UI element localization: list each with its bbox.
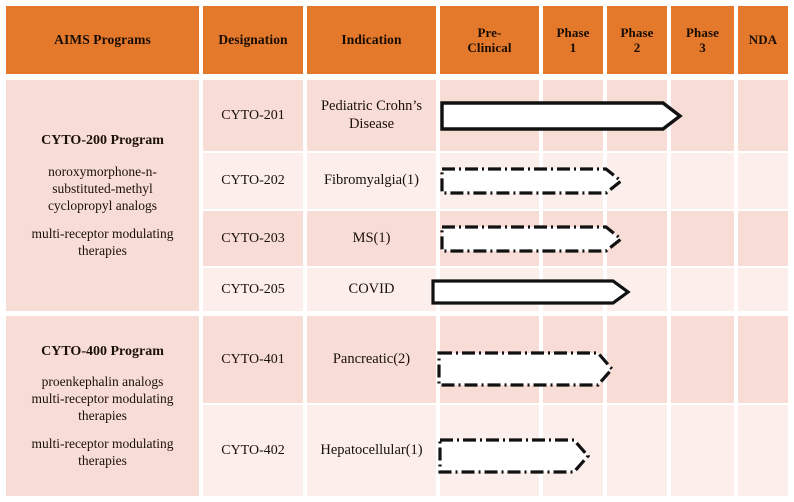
program-therapy-line-1: multi-receptor modulating bbox=[31, 225, 174, 241]
program2-therapy-line-1: multi-receptor modulating bbox=[31, 436, 174, 452]
program-desc-line-1: noroxymorphone-n- bbox=[48, 163, 157, 179]
stage-cell-preclinical-r5 bbox=[440, 316, 539, 403]
header-indication-label: Indication bbox=[341, 32, 402, 48]
stage-cell-phase1-r6 bbox=[543, 405, 603, 496]
designation-cyto-402: CYTO-402 bbox=[221, 442, 285, 458]
program-desc-line-2: substituted-methyl bbox=[52, 180, 153, 196]
table-row-indication: Pediatric Crohn’s Disease bbox=[307, 80, 436, 151]
stage-cell-phase1-r5 bbox=[543, 316, 603, 403]
table-row-indication: Hepatocellular(1) bbox=[307, 405, 436, 496]
header-nda-label: NDA bbox=[748, 32, 778, 48]
header-pre-clinical-line1: Pre- bbox=[477, 24, 502, 40]
stage-cell-nda-r3 bbox=[738, 211, 788, 266]
stage-cell-nda-r2 bbox=[738, 153, 788, 209]
header-nda: NDA bbox=[738, 6, 788, 74]
stage-cell-preclinical-r2 bbox=[440, 153, 539, 209]
stage-cell-preclinical-r6 bbox=[440, 405, 539, 496]
table-row-designation: CYTO-402 bbox=[203, 405, 303, 496]
table-row-designation: CYTO-401 bbox=[203, 316, 303, 403]
designation-cyto-401: CYTO-401 bbox=[221, 351, 285, 367]
indication-cyto-201-line2: Disease bbox=[348, 115, 395, 132]
program2-desc-line-2: multi-receptor modulating bbox=[31, 391, 174, 407]
table-row-designation: CYTO-202 bbox=[203, 153, 303, 209]
table-row-indication: COVID bbox=[307, 268, 436, 311]
designation-cyto-203: CYTO-203 bbox=[221, 230, 285, 246]
header-phase-2-line1: Phase bbox=[620, 24, 654, 40]
indication-cyto-401: Pancreatic(2) bbox=[332, 350, 411, 367]
header-pre-clinical-line2: Clinical bbox=[467, 40, 512, 55]
stage-cell-phase3-r6 bbox=[671, 405, 734, 496]
table-row-indication: MS(1) bbox=[307, 211, 436, 266]
header-indication: Indication bbox=[307, 6, 436, 74]
indication-cyto-202: Fibromyalgia(1) bbox=[323, 172, 420, 189]
stage-cell-phase2-r6 bbox=[607, 405, 667, 496]
program2-desc-line-3: therapies bbox=[78, 408, 127, 424]
designation-cyto-201: CYTO-201 bbox=[221, 107, 285, 123]
header-designation: Designation bbox=[203, 6, 303, 74]
header-phase-2-line2: 2 bbox=[633, 40, 641, 55]
program-therapy-line-2: therapies bbox=[78, 242, 127, 258]
program-cell-cyto-400: CYTO-400 Program proenkephalin analogs m… bbox=[6, 316, 199, 496]
stage-cell-preclinical-r4 bbox=[440, 268, 539, 311]
stage-cell-phase2-r2 bbox=[607, 153, 667, 209]
stage-cell-phase2-r3 bbox=[607, 211, 667, 266]
indication-cyto-205: COVID bbox=[348, 280, 395, 297]
table-row-designation: CYTO-205 bbox=[203, 268, 303, 311]
indication-cyto-201-line1: Pediatric Crohn’s bbox=[320, 98, 423, 115]
header-phase-1-line1: Phase bbox=[556, 24, 590, 40]
stage-cell-nda-r4 bbox=[738, 268, 788, 311]
stage-cell-phase1-r4 bbox=[543, 268, 603, 311]
header-phase-3-line2: 3 bbox=[699, 40, 706, 55]
program2-desc-line-1: proenkephalin analogs bbox=[41, 374, 164, 390]
table-row-designation: CYTO-203 bbox=[203, 211, 303, 266]
stage-cell-nda-r6 bbox=[738, 405, 788, 496]
stage-cell-phase3-r1 bbox=[671, 80, 734, 151]
stage-cell-phase3-r5 bbox=[671, 316, 734, 403]
designation-cyto-205: CYTO-205 bbox=[221, 281, 285, 297]
table-row-indication: Pancreatic(2) bbox=[307, 316, 436, 403]
indication-cyto-203: MS(1) bbox=[352, 229, 391, 246]
program2-therapy-line-2: therapies bbox=[78, 453, 127, 469]
stage-cell-nda-r1 bbox=[738, 80, 788, 151]
header-designation-label: Designation bbox=[218, 32, 288, 48]
stage-cell-phase1-r1 bbox=[543, 80, 603, 151]
header-phase-3-line1: Phase bbox=[686, 24, 719, 40]
header-aims-programs-label: AIMS Programs bbox=[54, 32, 151, 48]
table-row-designation: CYTO-201 bbox=[203, 80, 303, 151]
program-desc-line-3: cyclopropyl analogs bbox=[47, 197, 158, 213]
program-title-cyto-200: CYTO-200 Program bbox=[41, 133, 164, 149]
stage-cell-phase2-r1 bbox=[607, 80, 667, 151]
stage-cell-phase2-r4 bbox=[607, 268, 667, 311]
header-pre-clinical: Pre- Clinical bbox=[440, 6, 539, 74]
program-title-cyto-400: CYTO-400 Program bbox=[41, 343, 164, 359]
stage-cell-phase3-r4 bbox=[671, 268, 734, 311]
header-phase-2: Phase 2 bbox=[607, 6, 667, 74]
header-aims-programs: AIMS Programs bbox=[6, 6, 199, 74]
stage-cell-preclinical-r1 bbox=[440, 80, 539, 151]
stage-cell-phase1-r2 bbox=[543, 153, 603, 209]
program-cell-cyto-200: CYTO-200 Program noroxymorphone-n- subst… bbox=[6, 80, 199, 311]
stage-cell-phase3-r2 bbox=[671, 153, 734, 209]
stage-cell-nda-r5 bbox=[738, 316, 788, 403]
stage-cell-phase3-r3 bbox=[671, 211, 734, 266]
designation-cyto-202: CYTO-202 bbox=[221, 173, 285, 188]
table-row-indication: Fibromyalgia(1) bbox=[307, 153, 436, 209]
stage-cell-preclinical-r3 bbox=[440, 211, 539, 266]
header-phase-1: Phase 1 bbox=[543, 6, 603, 74]
header-phase-3: Phase 3 bbox=[671, 6, 734, 74]
stage-cell-phase2-r5 bbox=[607, 316, 667, 403]
stage-cell-phase1-r3 bbox=[543, 211, 603, 266]
header-phase-1-line2: 1 bbox=[569, 40, 577, 55]
indication-cyto-402: Hepatocellular(1) bbox=[320, 441, 423, 458]
